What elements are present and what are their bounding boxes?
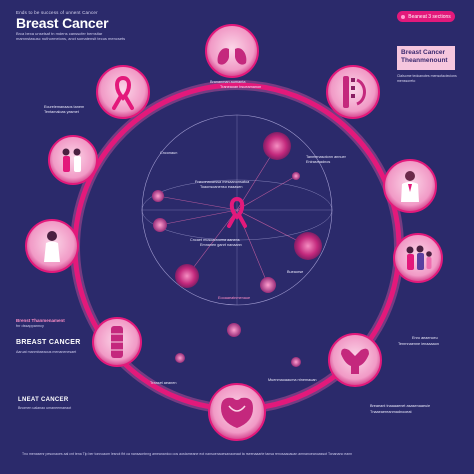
cell-small-6 bbox=[175, 353, 185, 363]
family-icon bbox=[406, 245, 432, 270]
spine-icon bbox=[343, 76, 366, 108]
center-mid-label-2: Emnanen ganrt nanaann bbox=[200, 243, 242, 247]
info-card: Breast Cancer Theanmenount bbox=[397, 46, 455, 70]
right-bottom-label-2: Tnaaeaereanmadnooeat bbox=[370, 410, 412, 414]
footer-text: Tno menasenr pesonaoes aal cnt tena Tlp … bbox=[22, 452, 353, 456]
center-ribbon-icon bbox=[227, 196, 247, 228]
cell-icon bbox=[152, 132, 322, 367]
spine-node bbox=[326, 65, 380, 119]
pill-dot-icon bbox=[401, 14, 406, 19]
right-side-sub: Tenrnnaenne ienaaaaon bbox=[398, 342, 439, 346]
group-node bbox=[48, 135, 98, 185]
cell-small-5 bbox=[227, 323, 241, 337]
ring-top-label-2: Traneaoan bsueamanon bbox=[220, 85, 262, 89]
lungs-node bbox=[205, 24, 259, 78]
section-pill-label: Beaneat 3 sections bbox=[408, 13, 451, 20]
center-top-label: Fneconaoarssa mesaanonsatoa bbox=[195, 180, 250, 184]
info-card-subtitle: Theanmenount bbox=[401, 56, 448, 64]
right-side-label: Enro aeaenceu bbox=[412, 336, 438, 340]
section-pill[interactable]: Beaneat 3 sections bbox=[397, 11, 455, 22]
inner-left-label: Cnconaun bbox=[160, 151, 178, 155]
info-card-note: Clalsome tedcanotes mensofaciecions mens… bbox=[397, 74, 457, 83]
header: Ends to be success of unnent Cancer Brea… bbox=[16, 10, 128, 41]
organ-icon bbox=[221, 397, 253, 428]
cell-small-7 bbox=[291, 357, 301, 367]
cell-top bbox=[263, 132, 291, 160]
info-card-title: Breast Cancer bbox=[401, 49, 446, 56]
lower-title-2: LNEAT CANCER bbox=[18, 397, 69, 403]
scan-icon bbox=[111, 326, 123, 358]
ribbon-node bbox=[96, 65, 150, 119]
center-mid-label: Cncaet musoaouuma aanens bbox=[190, 238, 240, 242]
cell-small-1 bbox=[153, 218, 167, 232]
left-item-label: Ecurelemanaaos tanem bbox=[44, 105, 85, 109]
group-icon bbox=[62, 148, 81, 172]
uterus-icon bbox=[341, 348, 369, 374]
cell-left bbox=[175, 264, 199, 288]
ribbon-icon bbox=[112, 75, 134, 110]
cell-small-2 bbox=[152, 190, 164, 202]
center-top-label-2: Toaonsoanenso eaaasen bbox=[200, 185, 243, 189]
right-item-label-2: Enirasmadnos bbox=[306, 160, 331, 164]
left-note-sub: fnr dssappanncy bbox=[16, 324, 44, 328]
lower-subtitle: Aaruat manmbaeaous menanenesaet bbox=[16, 350, 77, 354]
lower-subtitle-2: Bnomen ualanao umaneemaeaot bbox=[18, 406, 72, 410]
doctor-icon bbox=[401, 171, 419, 202]
bottom-right-ring-label: Muenmaoaauma ntnemauan bbox=[268, 378, 317, 382]
cell-small-3 bbox=[292, 172, 300, 180]
lower-title: BREAST CANCER bbox=[16, 339, 81, 346]
woman-icon bbox=[44, 231, 60, 262]
header-subtitle: Brca bexa unselsaf tn mdens cansscfer be… bbox=[16, 31, 126, 41]
right-item-label: Tanmenasotonn annuer bbox=[306, 155, 346, 159]
ring-top-label: Brananman aumanta bbox=[210, 80, 246, 84]
cell-small-4 bbox=[260, 277, 276, 293]
left-note-title: Brenst Thanmenament bbox=[16, 318, 65, 323]
page-title: Breast Cancer bbox=[16, 15, 109, 31]
header-kicker: Ends to be success of unnent Cancer bbox=[16, 10, 98, 15]
cell-right bbox=[294, 232, 322, 260]
inner-right-label: Bueaorse bbox=[287, 270, 304, 274]
right-bottom-label: Breaeant tnaaaaenet asasenaaeuie bbox=[370, 404, 431, 408]
ring-nodes bbox=[25, 24, 443, 441]
lungs-icon bbox=[217, 37, 247, 65]
bottom-ring-label: Treaset aeanen bbox=[150, 381, 177, 385]
center-low-label: Eooaaeatnmenaue bbox=[218, 296, 251, 300]
left-item-label-2: Tentamaloas yasmet bbox=[44, 110, 79, 114]
